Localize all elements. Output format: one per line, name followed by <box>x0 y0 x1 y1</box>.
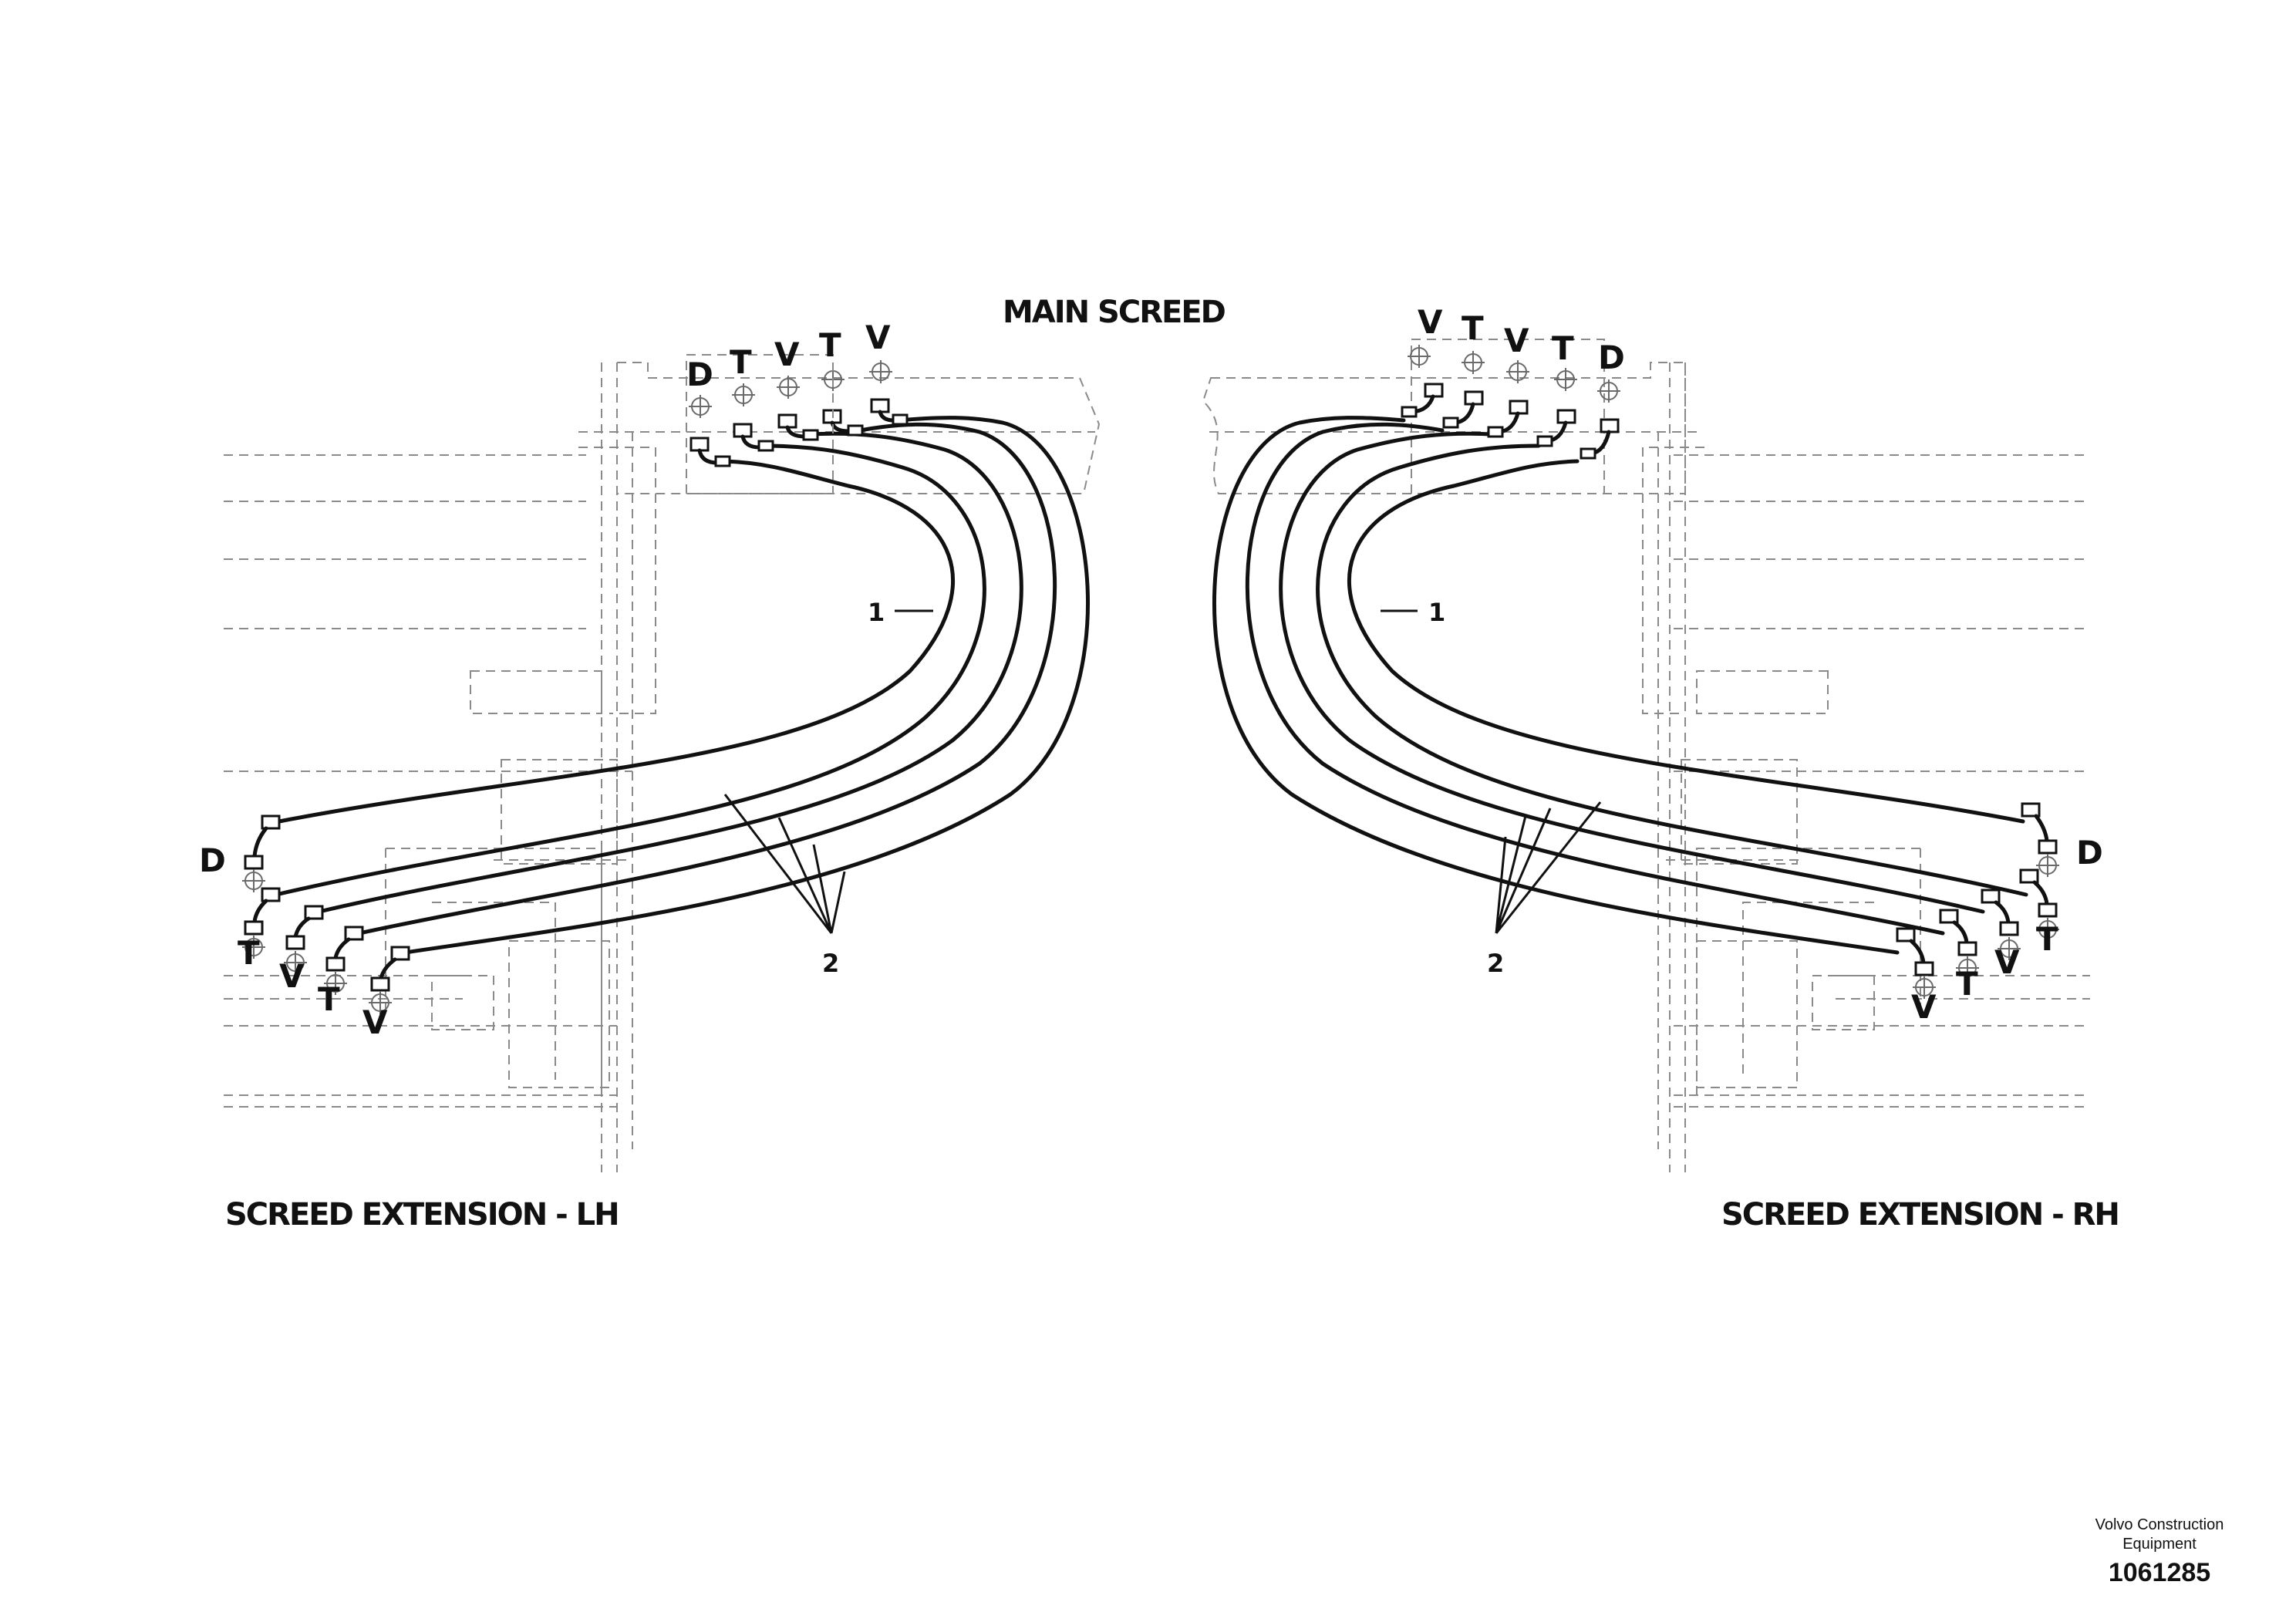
title-main-screed: MAIN SCREED <box>1003 295 1226 330</box>
port-symbol <box>869 360 892 383</box>
port-symbol <box>732 383 755 406</box>
port-label: D <box>1598 339 1625 376</box>
rh-ext-port-labels: D T V T V <box>1911 834 2103 1026</box>
company-name-line1: Volvo Construction <box>2095 1516 2224 1533</box>
port-label: V <box>362 1003 388 1041</box>
port-label: V <box>1504 322 1529 359</box>
drawing-number: 1061285 <box>2109 1558 2210 1587</box>
rh-main-fittings <box>1401 345 1620 460</box>
port-label: D <box>686 356 713 393</box>
lh-background-structure <box>224 354 1101 1172</box>
lh-main-port-labels: D T V T V <box>686 319 891 393</box>
port-label: V <box>1994 943 2020 981</box>
title-screed-extension-rh: SCREED EXTENSION - RH <box>1721 1197 2119 1233</box>
port-label: T <box>318 980 340 1018</box>
lh-ext-fittings <box>242 814 410 1014</box>
lh-main-fittings <box>686 354 909 494</box>
rh-background-structure <box>1202 339 2090 1172</box>
rh-ext-fittings <box>1896 802 2059 999</box>
port-label: V <box>279 957 305 995</box>
port-label: D <box>2076 834 2103 872</box>
lh-hose-v1 <box>317 431 1023 914</box>
port-label: V <box>774 336 800 373</box>
lh-hose-t <box>274 443 986 897</box>
callout-1-left: 1 <box>868 598 885 627</box>
callout-1-right: 1 <box>1428 598 1445 627</box>
lh-hose-t2 <box>357 422 1057 936</box>
port-label: T <box>238 934 260 972</box>
rh-main-port-labels: V T V T D <box>1418 303 1625 376</box>
company-name-line2: Equipment <box>2122 1536 2197 1553</box>
port-label: D <box>199 841 226 879</box>
port-symbol <box>689 395 712 418</box>
lh-hose-d <box>277 459 955 824</box>
port-label: T <box>819 326 841 364</box>
lh-hose-bundle <box>274 416 1091 955</box>
port-label: T <box>2036 920 2058 958</box>
port-label: V <box>1418 303 1443 341</box>
port-label: T <box>1462 309 1484 347</box>
port-label: T <box>1552 329 1574 367</box>
lh-ext-port-labels: D T V T V <box>199 841 388 1041</box>
port-label: T <box>1956 965 1978 1003</box>
title-screed-extension-lh: SCREED EXTENSION - LH <box>225 1197 619 1233</box>
port-label: V <box>865 319 891 356</box>
lh-hose-v2 <box>403 416 1091 955</box>
callout-2-left: 2 <box>822 949 839 978</box>
port-label: T <box>730 343 752 381</box>
port-symbol <box>777 376 800 399</box>
port-label: V <box>1911 988 1937 1026</box>
rh-hose-bundle <box>1212 416 2028 955</box>
callout-leaders <box>723 609 1602 934</box>
title-block: Volvo Construction Equipment 1061285 <box>2095 1516 2224 1587</box>
callout-2-right: 2 <box>1487 949 1504 978</box>
